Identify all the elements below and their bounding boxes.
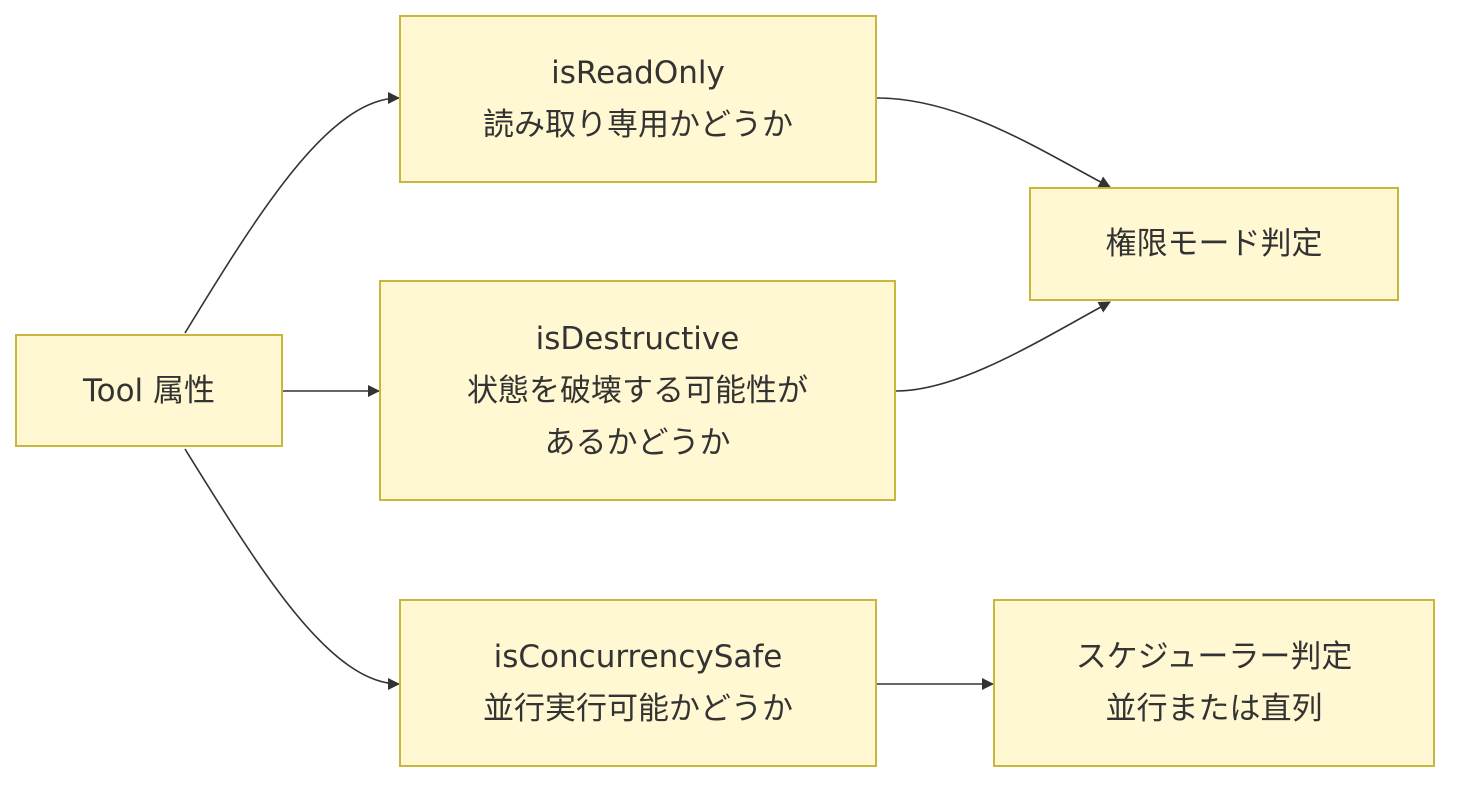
node-tool-attributes: Tool 属性 — [15, 334, 283, 447]
node-destructive-description-line-1: 状態を破壊する可能性が — [467, 372, 808, 409]
edge-tool-to-readonly — [184, 92, 400, 334]
node-scheduler-description: 並行または直列 — [1105, 691, 1323, 727]
node-permission-label: 権限モード判定 — [1105, 226, 1323, 262]
node-is-destructive: isDestructive 状態を破壊する可能性が あるかどうか — [379, 280, 896, 501]
edge-tool-to-concurrency — [184, 448, 400, 690]
node-destructive-description-line-2: あるかどうか — [544, 424, 731, 461]
node-destructive-name: isDestructive — [535, 320, 740, 357]
node-permission-mode: 権限モード判定 — [1029, 187, 1399, 301]
node-tool-label: Tool 属性 — [82, 372, 216, 409]
node-is-read-only: isReadOnly 読み取り専用かどうか — [399, 15, 877, 183]
node-concurrency-description: 並行実行可能かどうか — [483, 691, 793, 727]
node-concurrency-name: isConcurrencySafe — [493, 639, 783, 675]
edge-readonly-to-permission — [876, 97, 1111, 188]
node-scheduler-decision: スケジューラー判定 並行または直列 — [993, 599, 1435, 767]
edge-destructive-to-permission — [895, 301, 1111, 392]
node-scheduler-label: スケジューラー判定 — [1075, 639, 1353, 675]
node-is-concurrency-safe: isConcurrencySafe 並行実行可能かどうか — [399, 599, 877, 767]
node-readonly-description: 読み取り専用かどうか — [483, 107, 793, 143]
node-readonly-name: isReadOnly — [551, 55, 725, 91]
